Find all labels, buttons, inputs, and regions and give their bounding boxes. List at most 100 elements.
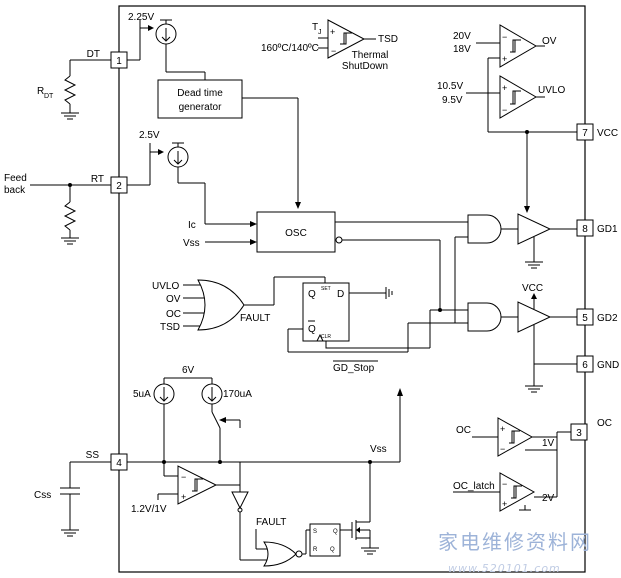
gd2-and-gate <box>467 302 518 332</box>
v225-label: 2.25V <box>128 12 154 23</box>
uvlo-comparator: 10.5V 9.5V + − UVLO <box>437 75 577 134</box>
ff-qbar-label: Q <box>308 324 316 335</box>
rdt-label: R <box>37 86 44 97</box>
sr-r-label: R <box>313 547 318 553</box>
v25-label: 2.5V <box>139 130 160 141</box>
gd1-and-gate <box>467 214 518 244</box>
plus-sign: + <box>502 54 507 64</box>
pin-1-dt: 1 DT <box>87 49 128 69</box>
ov-comparator: 20V 18V − + OV <box>453 24 557 118</box>
oc-input-label: OC <box>456 425 471 436</box>
minus-sign: − <box>181 472 186 482</box>
fault-latch-circuit: FAULT S R Q Q <box>255 517 352 567</box>
vss-osc-label: Vss <box>183 238 200 249</box>
plus-sign: + <box>500 424 505 434</box>
pin-label: RT <box>91 174 104 185</box>
plus-sign: + <box>502 499 507 509</box>
pin-3-oc: 3 OC <box>570 418 612 441</box>
minus-sign: − <box>502 479 507 489</box>
ic-package-outline <box>118 5 586 573</box>
v12-label: 1.2V/1V <box>131 504 167 515</box>
pin-5-gd2: 5 GD2 <box>576 308 618 326</box>
fault-or-gate: UVLO OV OC TSD FAULT <box>152 276 326 333</box>
rdt-subscript: DT <box>44 93 54 100</box>
fault2-label: FAULT <box>256 517 286 528</box>
pin-label: GND <box>597 360 619 371</box>
or-input-uvlo: UVLO <box>152 281 179 292</box>
pin-label: DT <box>87 49 100 60</box>
ss-comparator: − + 1.2V/1V <box>131 461 241 515</box>
pin-label: SS <box>86 450 100 461</box>
dead-time-generator-block: Dead time generator <box>157 79 301 209</box>
i170u-label: 170uA <box>223 389 252 400</box>
feedback-label-line1: Feed <box>4 173 27 184</box>
watermark-url: www.520101.com <box>448 562 561 575</box>
thermal-shutdown-comparator: T J + − TSD 160ºC/140ºC Thermal ShutDown <box>261 19 398 72</box>
tj-label: T <box>312 22 318 33</box>
plus-sign: + <box>502 83 507 93</box>
v1-label: 1V <box>542 438 555 449</box>
vcc-bus <box>524 132 530 213</box>
ss-inverter <box>231 491 268 561</box>
v18-label: 18V <box>453 44 471 55</box>
minus-sign: − <box>502 32 507 42</box>
rdt-resistor-circuit: R DT <box>37 59 111 120</box>
rt-current-source: 2.5V Ic Vss <box>127 130 257 249</box>
feedback-label-line2: back <box>4 185 26 196</box>
osc-label: OSC <box>285 228 307 239</box>
rt-feedback-circuit: Feed back <box>4 173 111 245</box>
pin-2-rt: 2 RT <box>91 174 128 194</box>
v2-label: 2V <box>542 493 555 504</box>
tj-subscript: J <box>318 29 322 36</box>
pin-label: OC <box>597 418 612 429</box>
ss-node: Vss <box>70 388 403 464</box>
css-capacitor: Css <box>34 462 80 537</box>
v105-label: 10.5V <box>437 81 463 92</box>
dead-time-label-line2: generator <box>179 102 222 113</box>
fault-label: FAULT <box>240 313 270 324</box>
plus-sign: + <box>330 27 335 37</box>
oc-latch-label: OC_latch <box>453 481 495 492</box>
ov-label: OV <box>542 36 557 47</box>
dt-current-source: 2.25V <box>127 12 206 80</box>
temp-threshold-label: 160ºC/140ºC <box>261 43 319 54</box>
oc-latch-comparator: OC_latch − + 2V <box>453 472 557 512</box>
watermark-cn: 家电维修资料网 <box>438 530 592 554</box>
uvlo-label: UVLO <box>538 85 565 96</box>
pin-number: 1 <box>116 56 122 67</box>
pin-number: 7 <box>582 128 588 139</box>
osc-block: OSC <box>256 211 468 323</box>
pin-label: VCC <box>597 128 618 139</box>
ff-clr-label: CLR <box>321 334 331 340</box>
or-input-ov: OV <box>166 294 181 305</box>
thermal-label-line2: ShutDown <box>342 61 388 72</box>
tsd-label: TSD <box>378 34 398 45</box>
v6-label: 6V <box>182 365 195 376</box>
sr-qbar-label: Q <box>330 547 335 553</box>
css-label: Css <box>34 490 51 501</box>
v95-label: 9.5V <box>442 95 463 106</box>
gd2-buffer: VCC <box>517 283 577 393</box>
pin-label: GD1 <box>597 224 618 235</box>
pin-number: 2 <box>116 181 122 192</box>
gd1-buffer <box>517 213 577 269</box>
pin-7-vcc: 7 VCC <box>576 123 618 141</box>
ff-set-label: SET <box>321 286 331 292</box>
pin-number: 5 <box>582 313 588 324</box>
pin-number: 4 <box>116 458 122 469</box>
ff-q-label: Q <box>308 289 316 300</box>
ic-label: Ic <box>188 220 196 231</box>
or-input-oc: OC <box>166 309 181 320</box>
or-input-tsd: TSD <box>160 322 180 333</box>
gd-stop-label: GD_Stop <box>333 363 375 374</box>
minus-sign: − <box>331 46 336 56</box>
minus-sign: − <box>502 105 507 115</box>
watermark: 家电维修资料网 www.520101.com <box>438 530 592 575</box>
d-flip-flop: Q SET D Q CLR GD_Stop <box>287 282 468 374</box>
soft-start-current-sources: 6V 5uA 170uA <box>133 365 252 462</box>
oc-comparator: OC + − 1V <box>456 417 571 497</box>
plus-sign: + <box>181 492 186 502</box>
pin-number: 6 <box>582 360 588 371</box>
ff-d-label: D <box>337 289 344 300</box>
